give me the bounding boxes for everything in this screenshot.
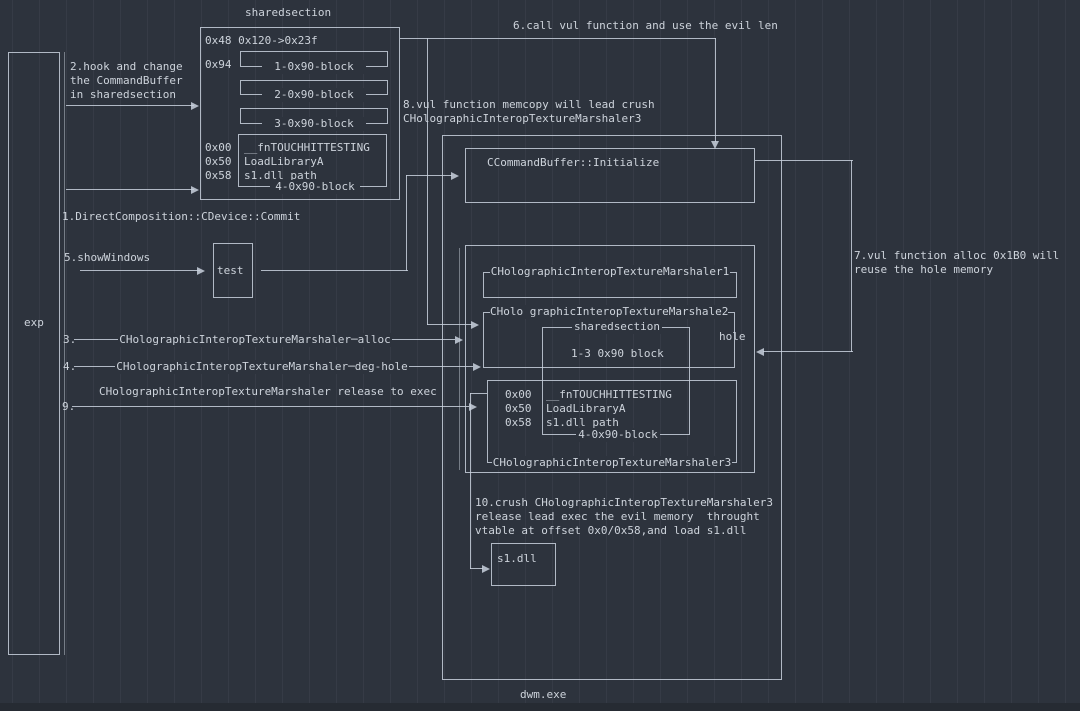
block3-label: 3-0x90-block [262,117,366,131]
s1dll-path: s1.dll path [244,169,317,182]
step6-text: 6.call vul function and use the evil len [513,19,778,32]
step3-number: 3. [63,333,77,346]
exp-box-doubled-edge [64,52,65,655]
dwm-loadlibrarya: LoadLibraryA [546,402,626,415]
dwm-label: dwm.exe [520,688,567,701]
dwm-sharedsection-title: sharedsection [572,320,662,334]
bottom-strip [0,703,1080,711]
test-connector-h2 [406,175,452,176]
step9-arrow-line [72,406,469,407]
block1-label: 1-0x90-block [262,60,366,74]
step9-number: 9. [62,400,76,413]
step6-line-h [400,38,716,39]
inner-lane-line [459,248,460,470]
step4-label: CHolographicInteropTextureMarshaler─deg-… [115,360,409,374]
init-label: CCommandBuffer::Initialize [487,156,660,169]
step1-text: 1.DirectComposition::CDevice::Commit [62,210,301,223]
step9-arrowhead [469,403,477,411]
offset-row-0x48: 0x48 0x120->0x23f [205,34,318,47]
fn-touchhittesting: __fnTOUCHHITTESTING [244,141,370,154]
step6-arrowhead [711,141,719,149]
step7-text: 7.vul function alloc 0x1B0 will reuse th… [854,249,1060,276]
step7-line-h1 [755,160,853,161]
block4-label: 4-0x90-block [270,180,360,194]
step5-text: 5.showWindows [64,251,151,264]
offset-0x50: 0x50 [205,155,232,168]
dwm-offset-0x50: 0x50 [505,402,532,415]
step1-arrow-line [66,189,194,190]
dwm-block4-label: 4-0x90-block [576,428,660,442]
step8-text: 8.vul function memcopy will lead crush C… [403,98,655,125]
sharedsection-title: sharedsection [245,6,332,19]
step8-line-v [427,38,428,325]
step7-arrowhead [756,348,764,356]
marshaler-container-box [465,245,755,473]
step8-arrowhead [471,321,479,329]
block2-label: 2-0x90-block [262,88,366,102]
dwm-s1dll-path: s1.dll path [546,416,619,429]
step3-label: CHolographicInteropTextureMarshaler─allo… [118,333,392,347]
test-connector-arrowhead [451,172,459,180]
marshaler1-label: CHolographicInteropTextureMarshaler1 [490,265,730,279]
hole-label: hole [719,330,746,343]
marshaler3-label: CHolographicInteropTextureMarshaler3 [492,456,732,470]
step2-text: 2.hook and change the CommandBuffer in s… [70,60,183,101]
test-box [213,243,253,298]
offset-0x94: 0x94 [205,58,232,71]
step1-arrowhead [191,186,199,194]
step5-arrowhead [197,267,205,275]
step9-label: CHolographicInteropTextureMarshaler rele… [99,385,437,398]
s1-elbow-arrowhead [482,565,490,573]
sharedsection-box [200,27,400,200]
step5-arrow-line [80,270,200,271]
s1-elbow-h2 [470,568,483,569]
dwm-sharedsection-box [542,327,690,435]
dwm-sharedsection-blocks: 1-3 0x90 block [571,347,664,360]
step6-line-v [715,38,716,142]
step4-arrowhead [473,363,481,371]
step3-arrowhead [455,336,463,344]
s1-elbow-h1 [470,393,487,394]
step2-arrowhead [191,102,199,110]
exp-box [8,52,60,655]
dwm-box [442,135,782,680]
dwm-offset-0x58: 0x58 [505,416,532,429]
dwm-offset-0x00: 0x00 [505,388,532,401]
test-label: test [217,264,244,277]
step7-line-v [851,160,852,352]
test-connector-h1 [261,270,408,271]
test-connector-v [406,175,407,271]
offset-0x00: 0x00 [205,141,232,154]
step8-line-h [427,324,472,325]
dwm-fn-touchhittesting: __fnTOUCHHITTESTING [546,388,672,401]
step2-arrow-line [66,105,194,106]
step7-line-h2 [763,351,853,352]
step4-number: 4. [63,360,77,373]
step10-text: 10.crush CHolographicInteropTextureMarsh… [475,496,774,537]
marshaler2-label: CHolo graphicInteropTextureMarshale2 [490,305,729,319]
s1-elbow-v [470,393,471,569]
s1dll-box [491,543,556,586]
offset-0x58: 0x58 [205,169,232,182]
loadlibrarya: LoadLibraryA [244,155,324,168]
init-box [465,148,755,203]
exp-label: exp [24,316,44,329]
s1dll-label: s1.dll [497,552,537,565]
